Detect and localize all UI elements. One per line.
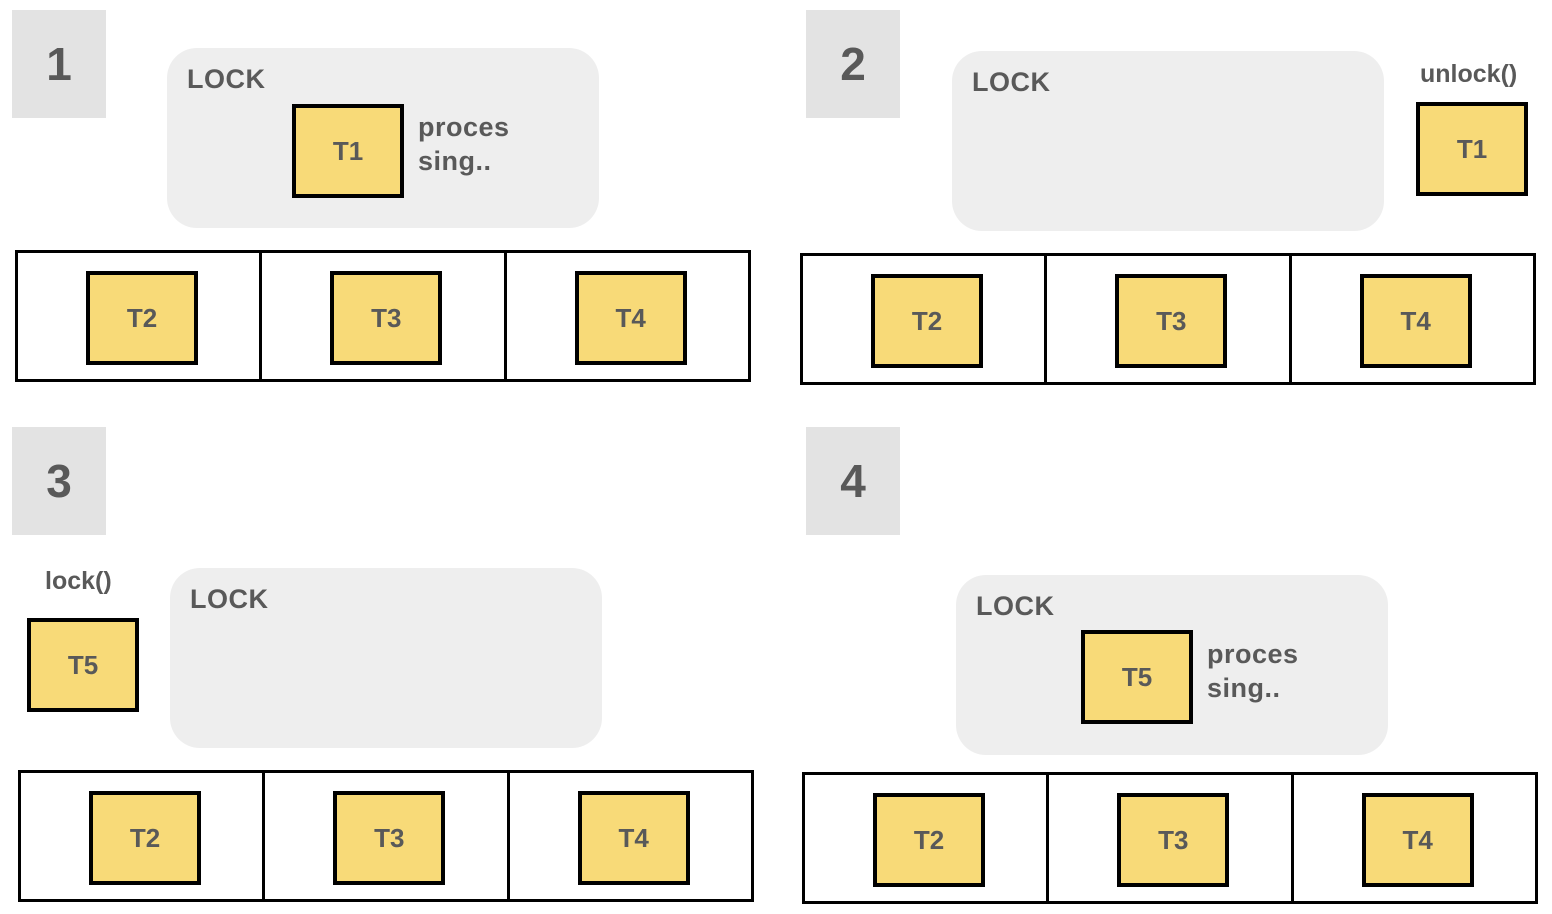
queue-slot: T4 bbox=[507, 253, 748, 379]
waiting-queue: T2 T3 T4 bbox=[15, 250, 751, 382]
thread-box: T2 bbox=[89, 791, 201, 885]
thread-box: T3 bbox=[330, 271, 443, 365]
waiting-queue: T2 T3 T4 bbox=[802, 772, 1538, 904]
processing-label: proces sing.. bbox=[418, 112, 510, 176]
queue-slot: T4 bbox=[510, 773, 751, 899]
step-number: 4 bbox=[806, 427, 900, 535]
step-number: 2 bbox=[806, 10, 900, 118]
thread-box: T3 bbox=[1115, 274, 1228, 368]
lock-label: LOCK bbox=[972, 67, 1051, 97]
lock-region: LOCK T1 proces sing.. bbox=[167, 48, 599, 228]
step-number: 1 bbox=[12, 10, 106, 118]
panel-2: 2 LOCK unlock() T1 T2 T3 T4 bbox=[0, 0, 1552, 400]
lock-call-label: lock() bbox=[45, 567, 112, 595]
thread-box: T2 bbox=[871, 274, 983, 368]
queue-slot: T3 bbox=[265, 773, 510, 899]
queue-slot: T2 bbox=[21, 773, 266, 899]
queue-slot: T3 bbox=[262, 253, 507, 379]
queue-slot: T4 bbox=[1292, 256, 1533, 382]
queue-slot: T2 bbox=[805, 775, 1050, 901]
thread-box-holder: T5 bbox=[1081, 630, 1193, 724]
step-number: 3 bbox=[12, 427, 106, 535]
waiting-queue: T2 T3 T4 bbox=[18, 770, 754, 902]
lock-region: LOCK bbox=[952, 51, 1384, 231]
thread-box-holder: T1 bbox=[292, 104, 404, 198]
thread-box: T4 bbox=[574, 271, 687, 365]
lock-label: LOCK bbox=[976, 591, 1055, 621]
queue-slot: T3 bbox=[1047, 256, 1292, 382]
panel-1: 1 LOCK T1 proces sing.. T2 T3 T4 bbox=[0, 0, 776, 400]
queue-slot: T2 bbox=[18, 253, 263, 379]
thread-box-released: T1 bbox=[1416, 102, 1528, 196]
thread-box: T2 bbox=[873, 793, 985, 887]
thread-box: T4 bbox=[1361, 793, 1474, 887]
thread-box: T2 bbox=[86, 271, 198, 365]
queue-slot: T4 bbox=[1294, 775, 1535, 901]
unlock-label: unlock() bbox=[1420, 60, 1518, 88]
thread-box: T3 bbox=[1117, 793, 1230, 887]
queue-slot: T3 bbox=[1049, 775, 1294, 901]
processing-label: proces sing.. bbox=[1207, 639, 1299, 703]
lock-label: LOCK bbox=[190, 584, 269, 614]
thread-box: T4 bbox=[577, 791, 690, 885]
lock-region: LOCK bbox=[170, 568, 602, 748]
waiting-queue: T2 T3 T4 bbox=[800, 253, 1536, 385]
panel-3: 3 lock() T5 LOCK T2 T3 T4 bbox=[12, 427, 754, 902]
queue-slot: T2 bbox=[803, 256, 1048, 382]
lock-label: LOCK bbox=[187, 64, 266, 94]
lock-region: LOCK T5 proces sing.. bbox=[956, 575, 1388, 755]
thread-box-requester: T5 bbox=[27, 618, 139, 712]
thread-box: T4 bbox=[1359, 274, 1472, 368]
thread-box: T3 bbox=[333, 791, 446, 885]
